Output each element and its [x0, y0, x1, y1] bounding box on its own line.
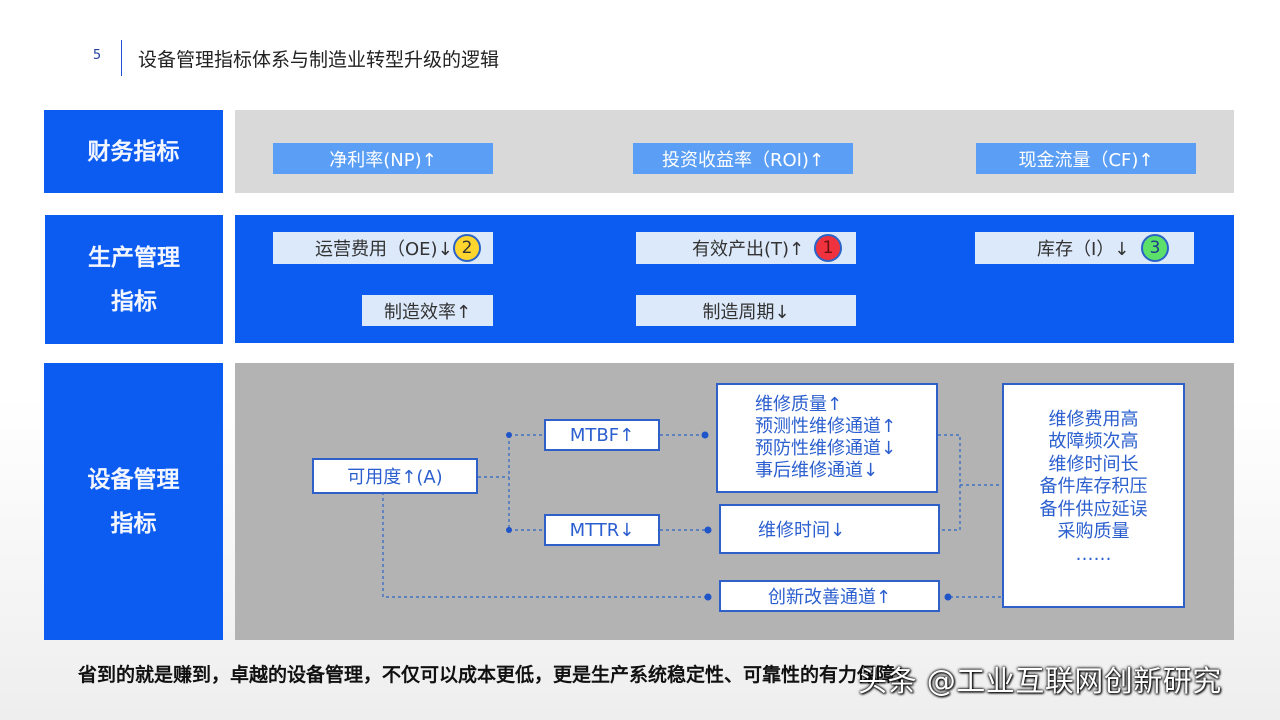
cause-item: …… — [1075, 543, 1112, 565]
innovation-channel-box: 创新改善通道↑ — [719, 580, 940, 612]
repair-time-box: 维修时间↓ — [719, 504, 940, 554]
footer-statement: 省到的就是赚到，卓越的设备管理，不仅可以成本更低，更是生产系统稳定性、可靠性的有… — [78, 664, 915, 686]
operating-expense-label: 运营费用（OE)↓ — [315, 239, 453, 260]
watermark: 头条 @工业互联网创新研究 — [858, 664, 1222, 698]
cause-item: 备件库存积压 — [1039, 476, 1148, 498]
title-divider — [121, 40, 122, 76]
production-label: 生产管理 指标 — [45, 215, 223, 344]
net-profit-box: 净利率(NP)↑ — [273, 143, 493, 174]
throughput-label: 有效产出(T)↑ — [692, 239, 805, 260]
cash-flow-box: 现金流量（CF)↑ — [976, 143, 1196, 174]
priority-badge-2: 2 — [453, 234, 481, 262]
cause-item: 备件供应延误 — [1039, 498, 1148, 520]
priority-badge-1: 1 — [814, 234, 842, 262]
page-number: 5 — [92, 48, 102, 63]
availability-box: 可用度↑(A) — [312, 458, 478, 494]
mtbf-factor-item: 事后维修通道↓ — [755, 460, 879, 481]
mtbf-factors-box: 维修质量↑ 预测性维修通道↑ 预防性维修通道↓ 事后维修通道↓ — [716, 383, 938, 493]
manufacturing-cycle-box: 制造周期↓ — [636, 295, 856, 326]
causes-box: 维修费用高 故障频次高 维修时间长 备件库存积压 备件供应延误 采购质量 …… — [1002, 383, 1185, 608]
mtbf-factor-item: 预测性维修通道↑ — [755, 416, 897, 437]
cause-item: 故障频次高 — [1048, 431, 1139, 453]
mtbf-factor-item: 维修质量↑ — [755, 394, 843, 415]
page-title: 设备管理指标体系与制造业转型升级的逻辑 — [138, 49, 500, 71]
cause-item: 采购质量 — [1057, 521, 1130, 543]
priority-badge-3: 3 — [1141, 234, 1169, 262]
inventory-label: 库存（I）↓ — [1037, 239, 1130, 260]
cause-item: 维修时间长 — [1048, 453, 1139, 475]
mtbf-factor-item: 预防性维修通道↓ — [755, 438, 897, 459]
equipment-label: 设备管理 指标 — [44, 363, 223, 640]
cause-item: 维修费用高 — [1048, 408, 1139, 430]
mttr-box: MTTR↓ — [544, 514, 660, 546]
manufacturing-efficiency-box: 制造效率↑ — [362, 295, 493, 326]
mtbf-box: MTBF↑ — [544, 419, 660, 451]
roi-box: 投资收益率（ROI)↑ — [633, 143, 853, 174]
financial-label: 财务指标 — [44, 110, 223, 193]
